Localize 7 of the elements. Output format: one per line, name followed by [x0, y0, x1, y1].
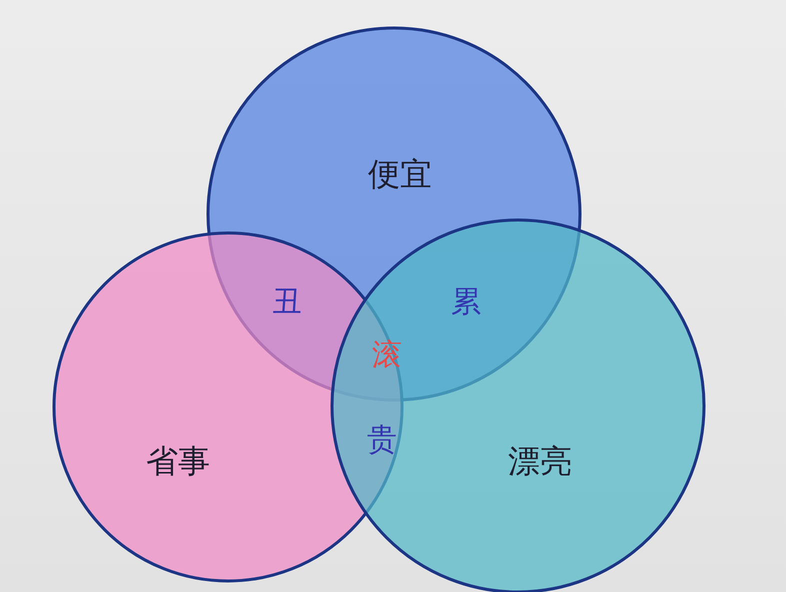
- overlap-label: 累: [451, 284, 481, 322]
- circle-label: 便宜: [368, 154, 432, 195]
- circle-label: 漂亮: [508, 441, 572, 482]
- overlap-label: 贵: [367, 422, 397, 460]
- overlap-label: 丑: [272, 284, 302, 322]
- circle-label: 省事: [146, 441, 210, 482]
- overlap-label: 滚: [372, 336, 402, 374]
